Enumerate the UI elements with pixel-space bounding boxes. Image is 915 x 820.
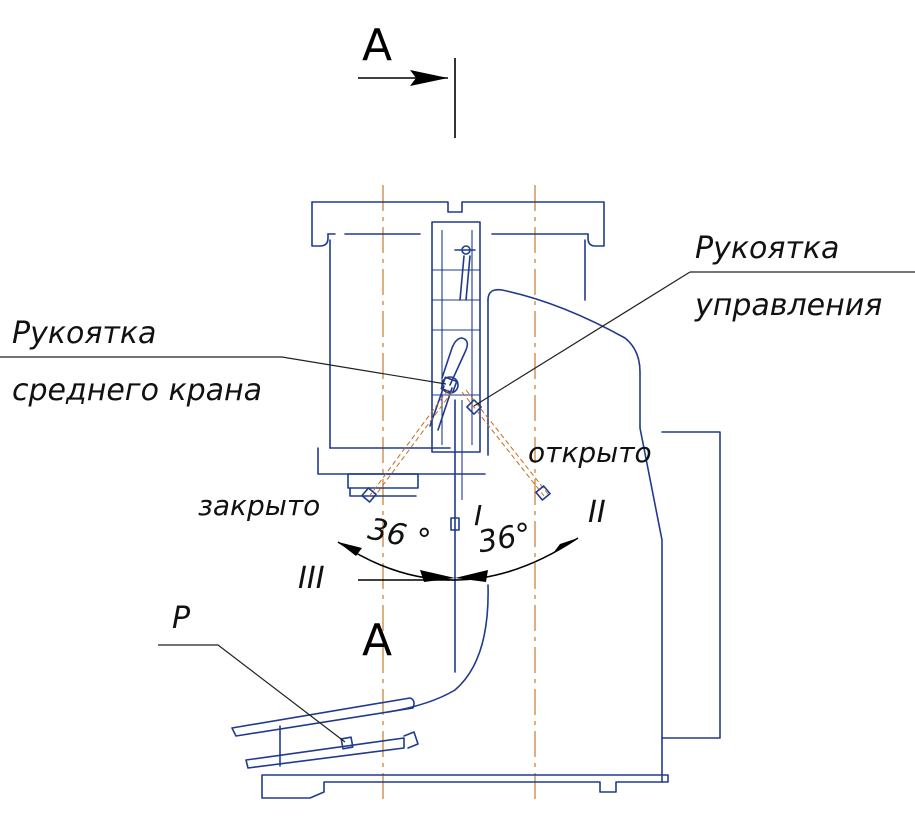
position-3: III xyxy=(298,561,325,596)
handle-swing-positions xyxy=(361,389,551,503)
label-closed: закрыто xyxy=(198,489,320,522)
valve-body xyxy=(311,201,605,497)
section-arrow-top-head xyxy=(410,70,448,86)
label-open: открыто xyxy=(528,436,652,469)
angle-right-value: 36° xyxy=(475,517,533,561)
label-handle-middle-valve-l2: среднего крана xyxy=(12,373,262,408)
angle-dimension xyxy=(337,537,579,582)
section-mark-top: A xyxy=(362,20,392,71)
housing-right xyxy=(487,288,721,783)
angle-left-value: 36 ° xyxy=(365,512,434,559)
position-2: II xyxy=(588,495,606,530)
pedal-base xyxy=(231,697,669,799)
lower-lever-arc xyxy=(387,584,489,713)
section-mark-bottom: A xyxy=(362,615,392,666)
label-control-handle-l1: Рукоятка xyxy=(695,231,839,266)
position-1: I xyxy=(474,499,482,532)
leaders xyxy=(0,271,915,743)
rod-end xyxy=(450,517,460,531)
label-control-handle-l2: управления xyxy=(694,288,882,323)
label-p: P xyxy=(172,601,191,636)
label-handle-middle-valve-l1: Рукоятка xyxy=(12,316,156,351)
